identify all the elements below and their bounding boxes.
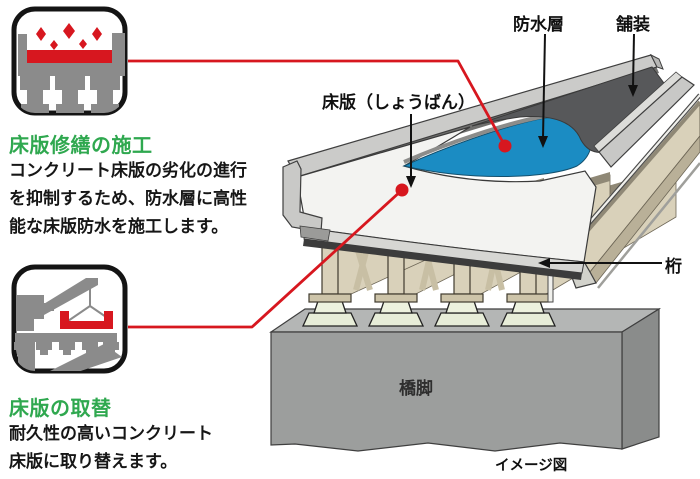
edge-girder-shape — [547, 93, 700, 303]
left-curb — [282, 160, 323, 233]
repair-description-line-2: を抑制するため、防水層に高性 — [9, 189, 247, 208]
pier-label: 橋脚 — [399, 379, 433, 398]
replace-description-line-1: 耐久性の高いコンクリート — [9, 424, 213, 443]
repair-description-line-3: 能な床版防水を施工します。 — [9, 217, 229, 236]
deck-slab-label: 床版（しょうばん） — [322, 93, 475, 112]
repair-description: コンクリート床版の劣化の進行 を抑制するため、防水層に高性 能な床版防水を施工し… — [9, 157, 247, 241]
pier-shape — [269, 307, 662, 452]
pavement-label: 舗装 — [616, 15, 650, 34]
replace-heading: 床版の取替 — [9, 398, 112, 420]
lifted-slab-icon-shape — [60, 311, 113, 329]
bearing-pads — [301, 300, 557, 327]
image-caption: イメージ図 — [495, 458, 568, 474]
girder-label: 桁 — [665, 257, 682, 276]
repair-heading: 床版修繕の施工 — [9, 135, 153, 157]
replace-description-line-2: 床版に取り替えます。 — [9, 452, 178, 471]
deck-group — [282, 53, 695, 280]
right-curb — [598, 76, 695, 168]
repair-description-line-1: コンクリート床版の劣化の進行 — [9, 161, 247, 180]
connector-line-repair — [128, 59, 507, 147]
callout-arrows — [406, 33, 662, 268]
connector-dot-replace — [395, 183, 409, 197]
connector-lines — [128, 59, 507, 329]
waterproofing-layer-icon-shape — [27, 23, 112, 63]
replace-icon — [11, 264, 128, 374]
connector-line-replace — [128, 188, 403, 329]
waterproof-layer-label: 防水層 — [513, 15, 564, 34]
repair-icon — [11, 6, 128, 116]
replace-description: 耐久性の高いコンクリート 床版に取り替えます。 — [9, 420, 213, 476]
connector-dot-repair — [498, 139, 512, 153]
